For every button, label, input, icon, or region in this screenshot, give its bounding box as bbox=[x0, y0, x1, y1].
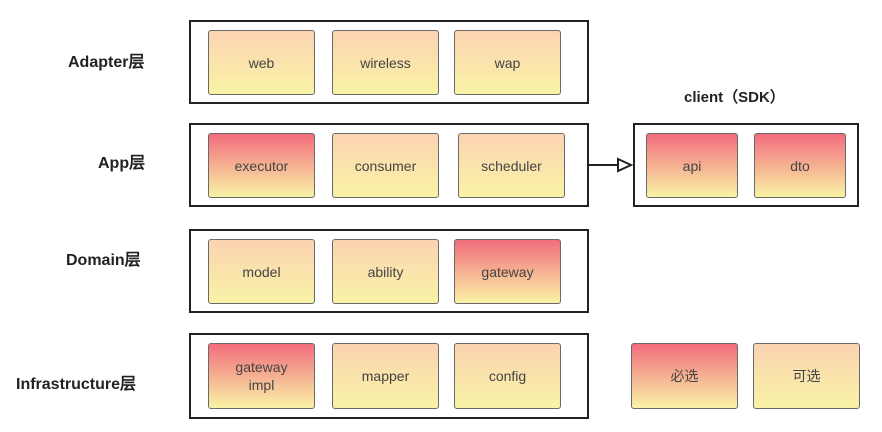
module-gateway: gateway bbox=[454, 239, 561, 304]
module-api: api bbox=[646, 133, 738, 198]
dependency-arrow bbox=[588, 157, 634, 173]
module-model: model bbox=[208, 239, 315, 304]
module-dto: dto bbox=[754, 133, 846, 198]
module-gateway-impl: gateway impl bbox=[208, 343, 315, 409]
legend-optional: 可选 bbox=[753, 343, 860, 409]
module-wireless: wireless bbox=[332, 30, 439, 95]
module-config: config bbox=[454, 343, 561, 409]
app-layer-label: App层 bbox=[98, 155, 146, 172]
domain-layer-label: Domain层 bbox=[66, 252, 141, 269]
legend-required: 必选 bbox=[631, 343, 738, 409]
module-scheduler: scheduler bbox=[458, 133, 565, 198]
module-consumer: consumer bbox=[332, 133, 439, 198]
module-mapper: mapper bbox=[332, 343, 439, 409]
module-executor: executor bbox=[208, 133, 315, 198]
infrastructure-layer-label: Infrastructure层 bbox=[16, 376, 137, 393]
adapter-layer-label: Adapter层 bbox=[68, 54, 145, 71]
client-sdk-title: client（SDK） bbox=[684, 89, 785, 106]
module-wap: wap bbox=[454, 30, 561, 95]
module-ability: ability bbox=[332, 239, 439, 304]
module-web: web bbox=[208, 30, 315, 95]
